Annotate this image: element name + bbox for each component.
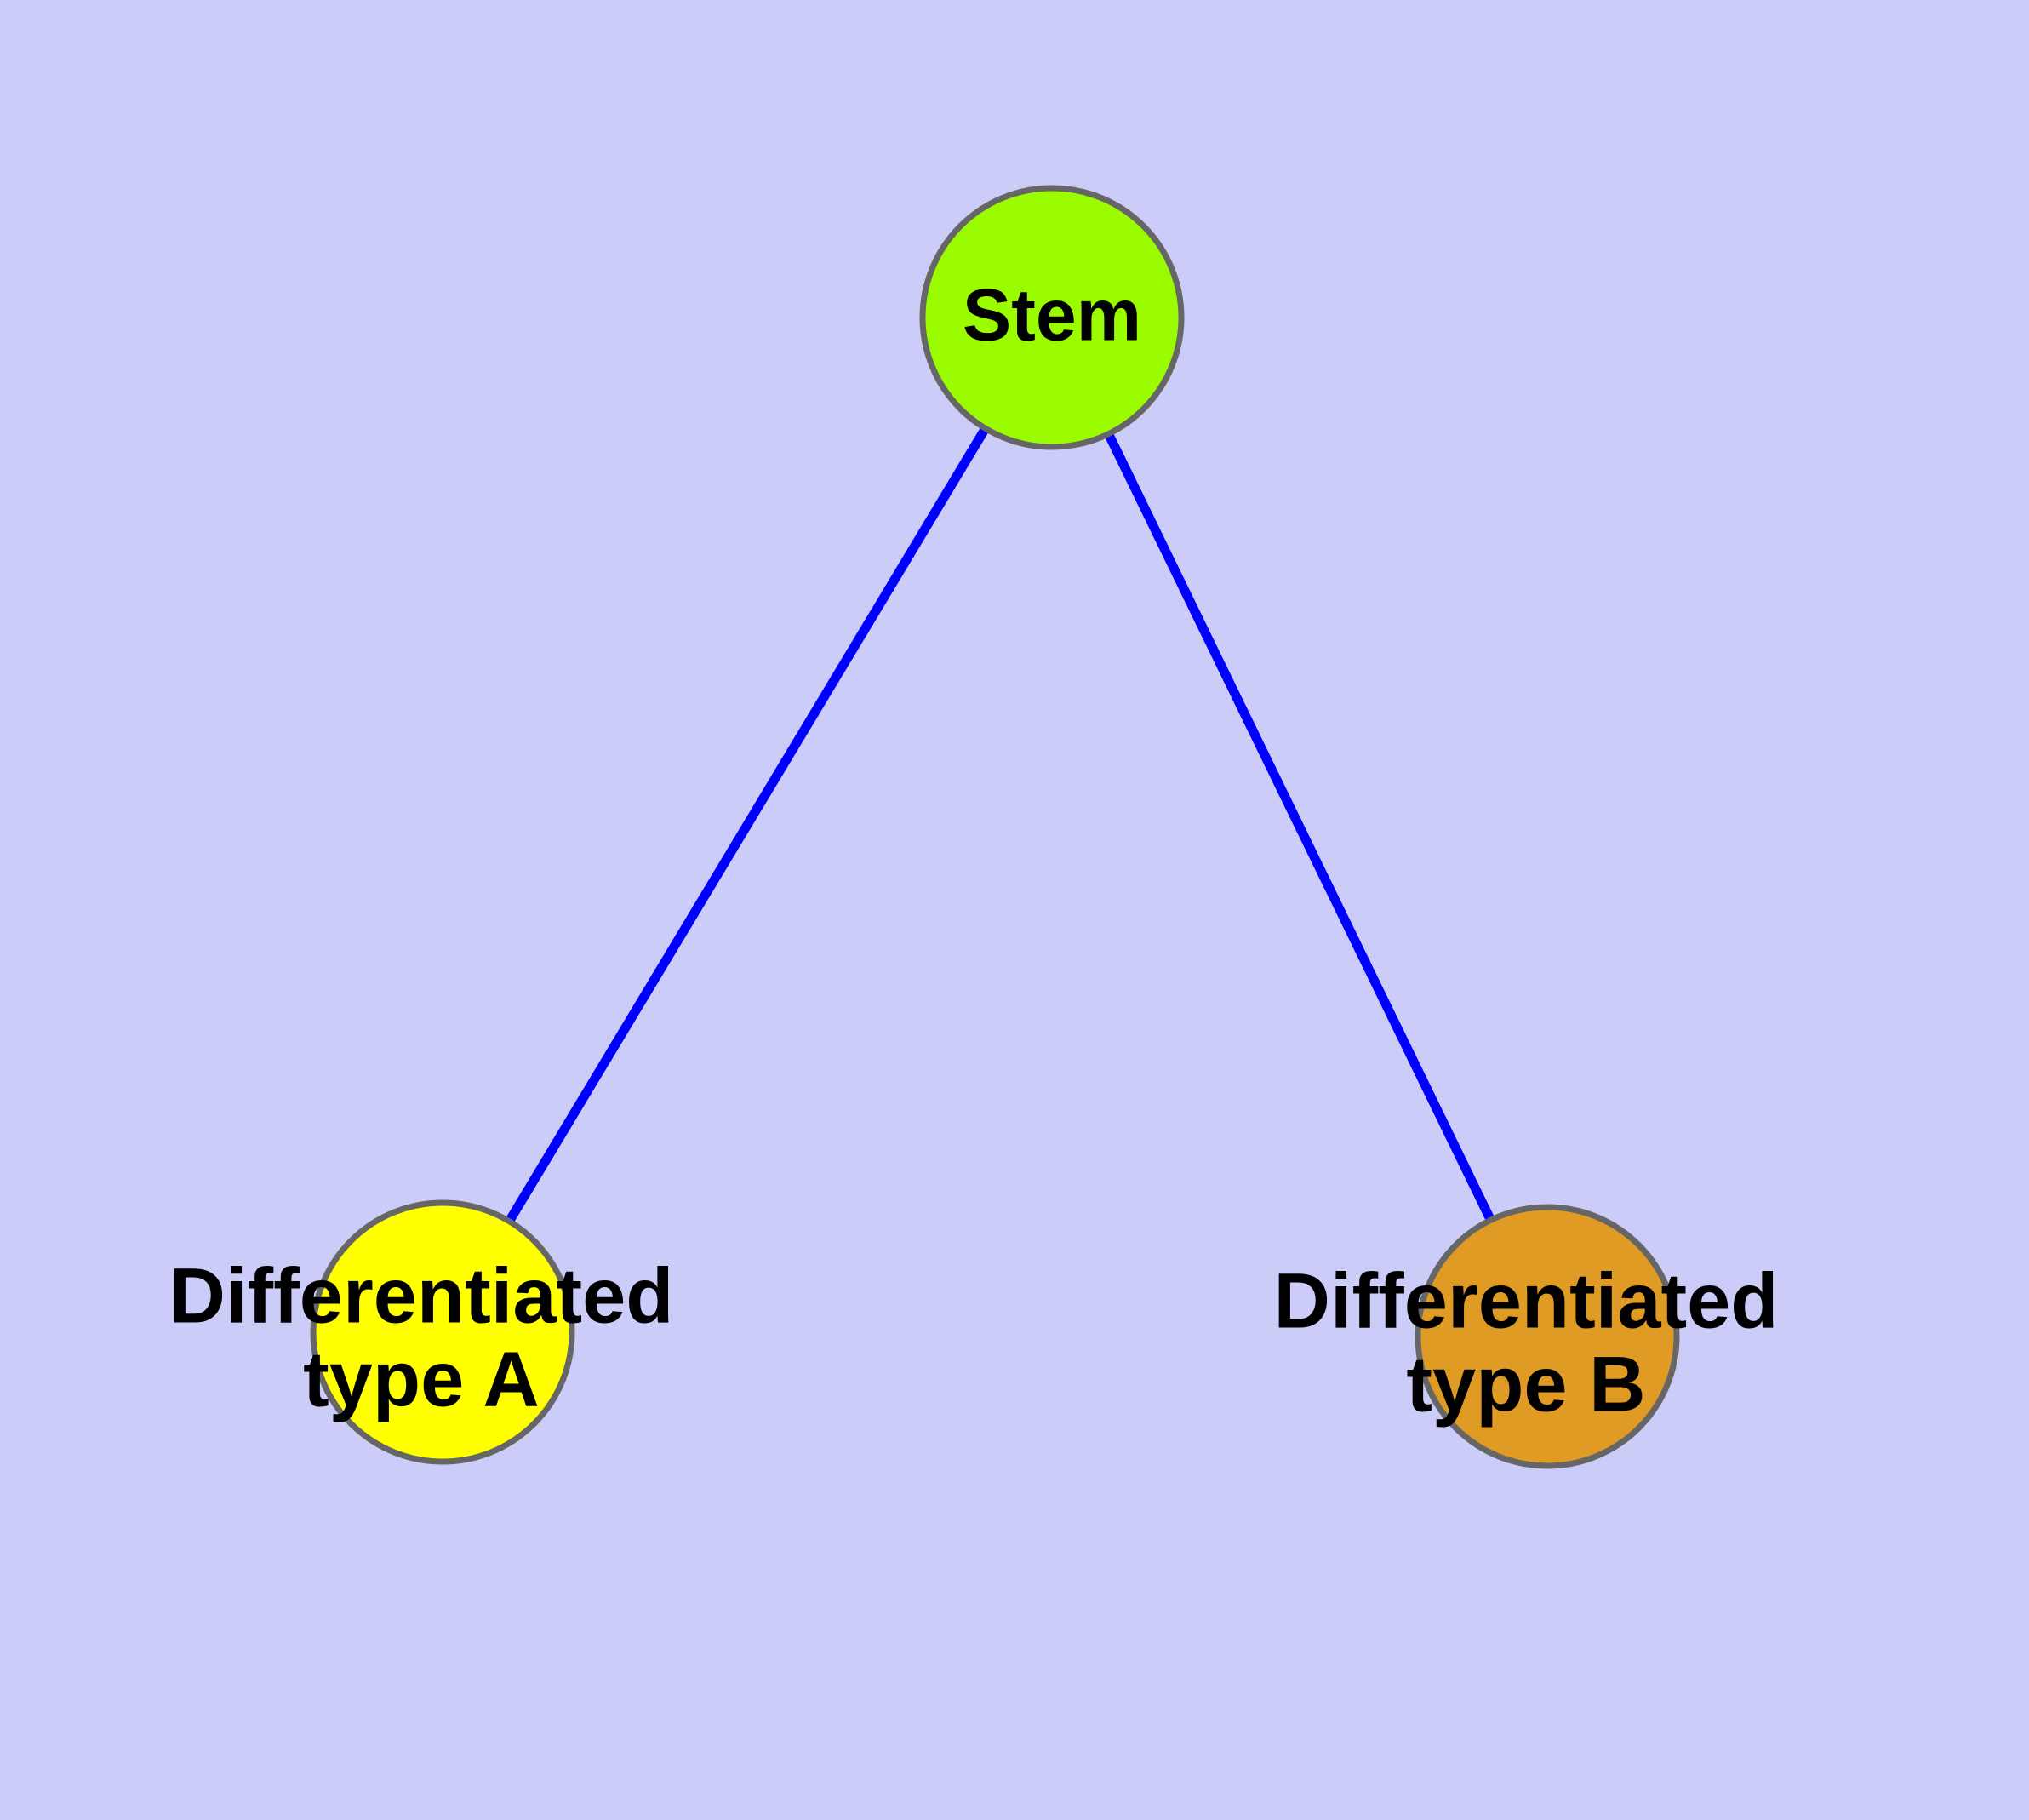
edge-stem-to-b xyxy=(1048,315,1552,1339)
edges-layer xyxy=(438,315,1552,1339)
node-circle-diff-a[interactable] xyxy=(310,1199,575,1465)
edge-stem-to-a xyxy=(438,315,1056,1335)
node-circle-stem[interactable] xyxy=(919,185,1185,450)
nodes-layer xyxy=(310,185,1680,1469)
node-circle-diff-b[interactable] xyxy=(1415,1204,1680,1469)
